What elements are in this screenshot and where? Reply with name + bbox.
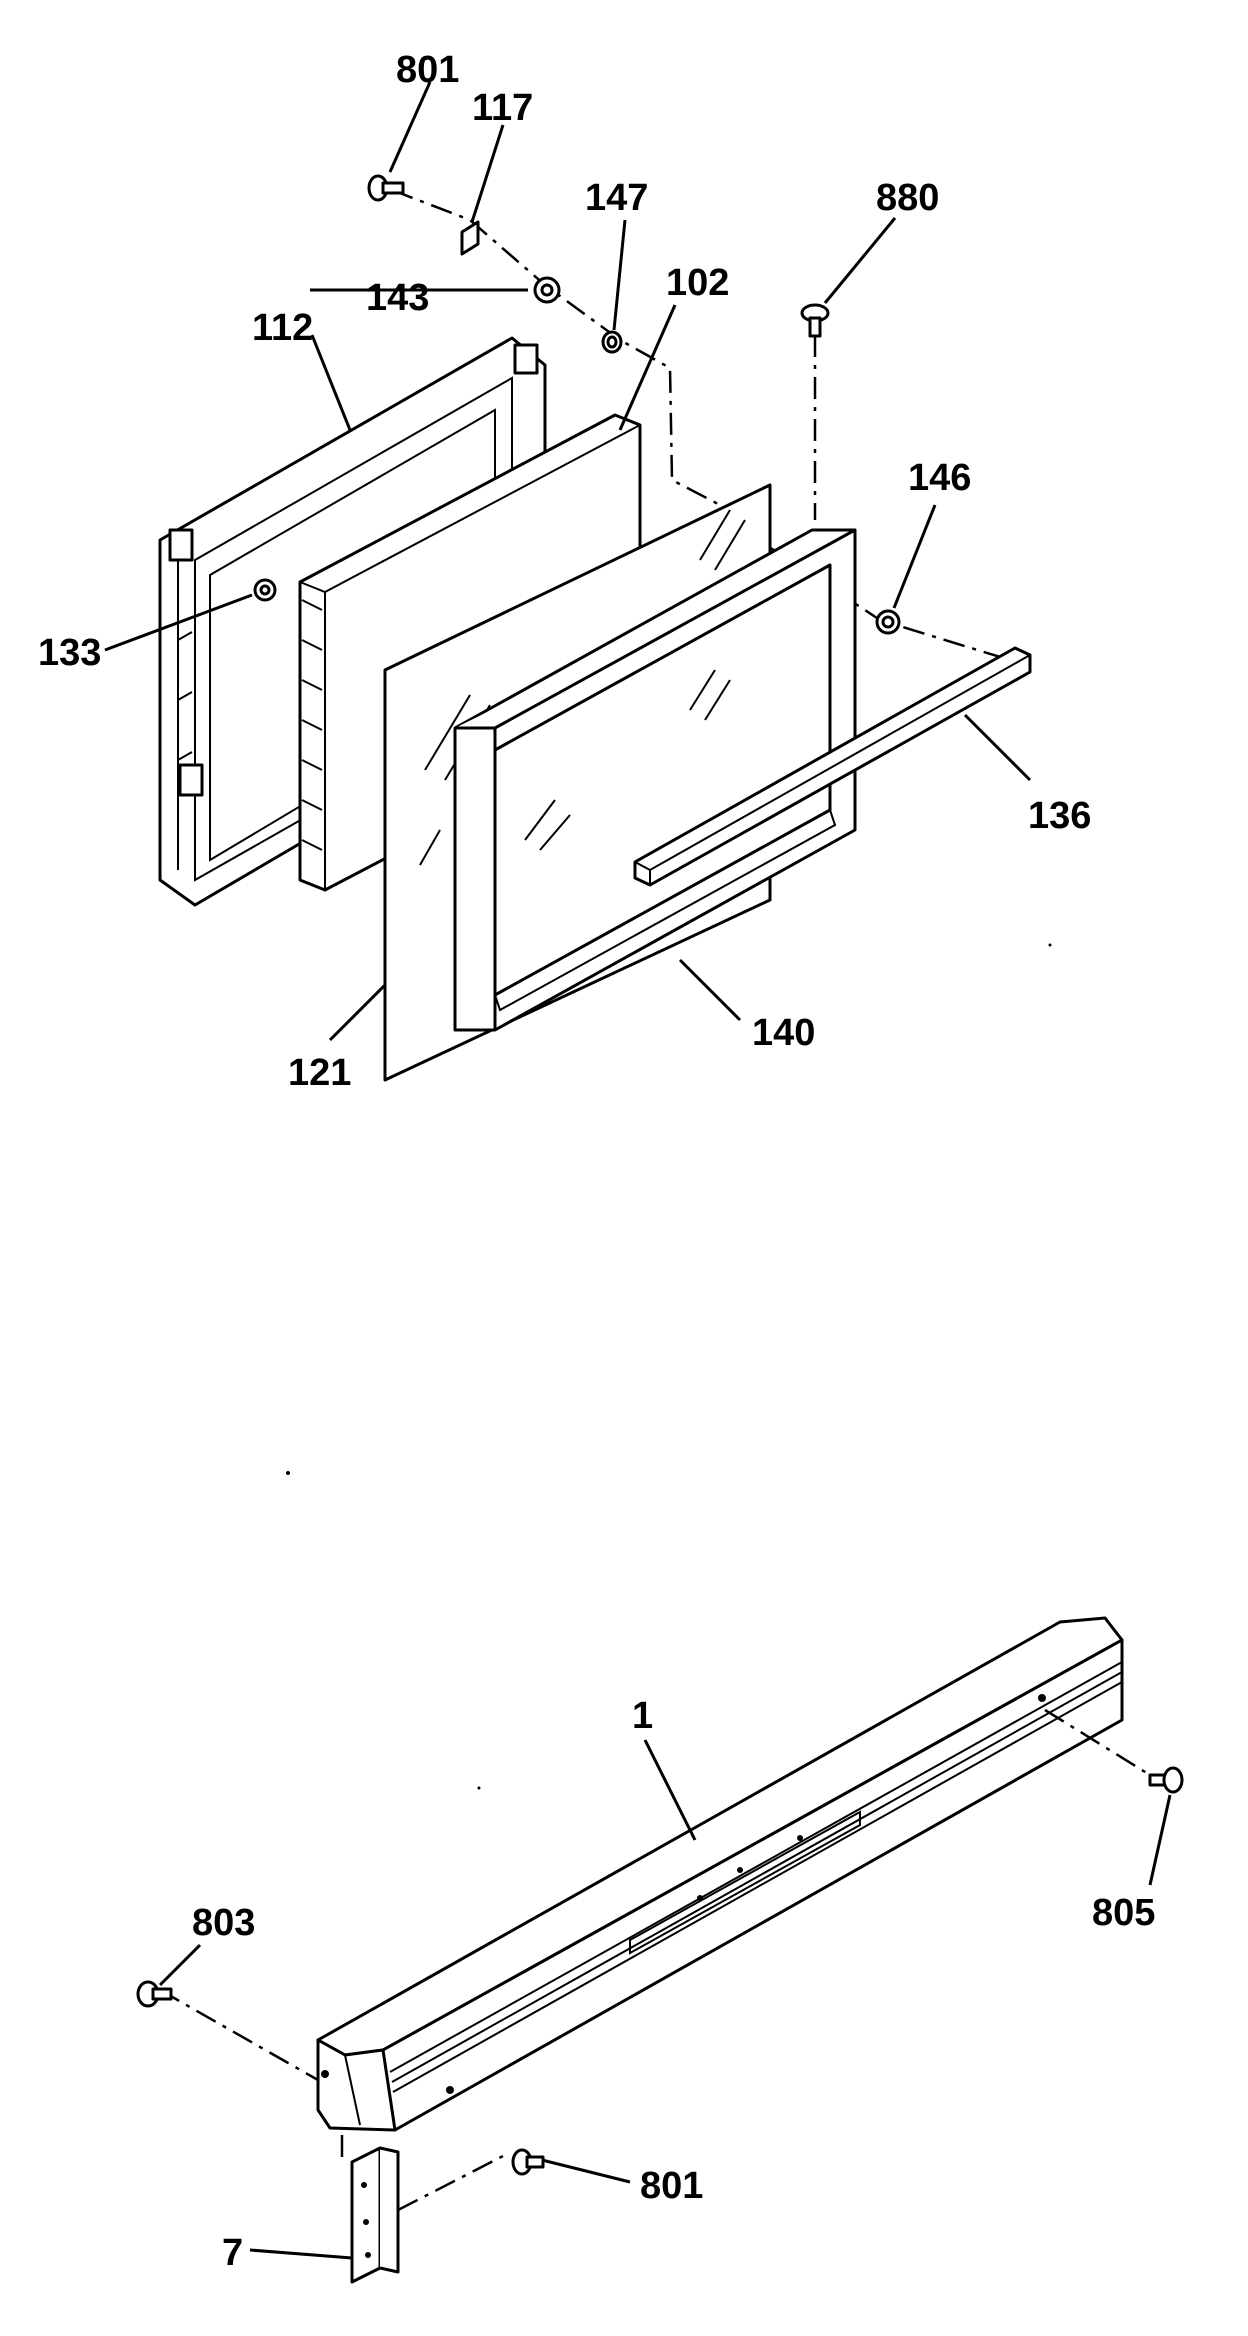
screw-880: [800, 303, 830, 338]
screw-805: [1148, 1766, 1184, 1794]
assembly-lines-lower: [159, 1708, 1151, 2212]
door-frame-140: [453, 528, 857, 1032]
grommet-143: [533, 276, 561, 304]
grommet-133: [253, 578, 277, 602]
labels-upper: 801 117 147 880 143 112 102 146 133 136 …: [38, 49, 1091, 1094]
washer-147: [601, 330, 623, 354]
mounting-bracket-7: [350, 2146, 400, 2284]
control-panel-1: [316, 1616, 1124, 2132]
label-803: 803: [192, 1902, 255, 1944]
label-117: 117: [472, 87, 533, 129]
label-143: 143: [366, 277, 429, 319]
label-1: 1: [632, 1695, 653, 1737]
grommet-146: [875, 609, 901, 635]
screw-801-upper: [367, 174, 405, 202]
labels-lower: 1 803 805 7 801: [192, 1695, 1155, 2274]
label-140: 140: [752, 1012, 815, 1054]
label-801-top: 801: [396, 49, 459, 91]
leader-lines-lower: [158, 1739, 1172, 2260]
label-880: 880: [876, 177, 939, 219]
hardware-upper: [253, 174, 901, 635]
label-102: 102: [666, 262, 729, 304]
label-133: 133: [38, 632, 101, 674]
screw-801-lower: [511, 2148, 545, 2176]
label-146: 146: [908, 457, 971, 499]
label-801-bottom: 801: [640, 2165, 703, 2207]
label-112: 112: [252, 307, 313, 349]
label-7: 7: [222, 2232, 243, 2274]
label-147: 147: [585, 177, 648, 219]
door-handle-136: [633, 646, 1032, 887]
scan-specks: [286, 943, 1052, 1790]
hardware-lower: [136, 1766, 1184, 2176]
screw-803: [136, 1980, 173, 2008]
label-805: 805: [1092, 1892, 1155, 1934]
label-121: 121: [288, 1052, 351, 1094]
leader-lines-upper: [104, 81, 1032, 1042]
clip-117: [460, 220, 480, 256]
label-136: 136: [1028, 795, 1091, 837]
